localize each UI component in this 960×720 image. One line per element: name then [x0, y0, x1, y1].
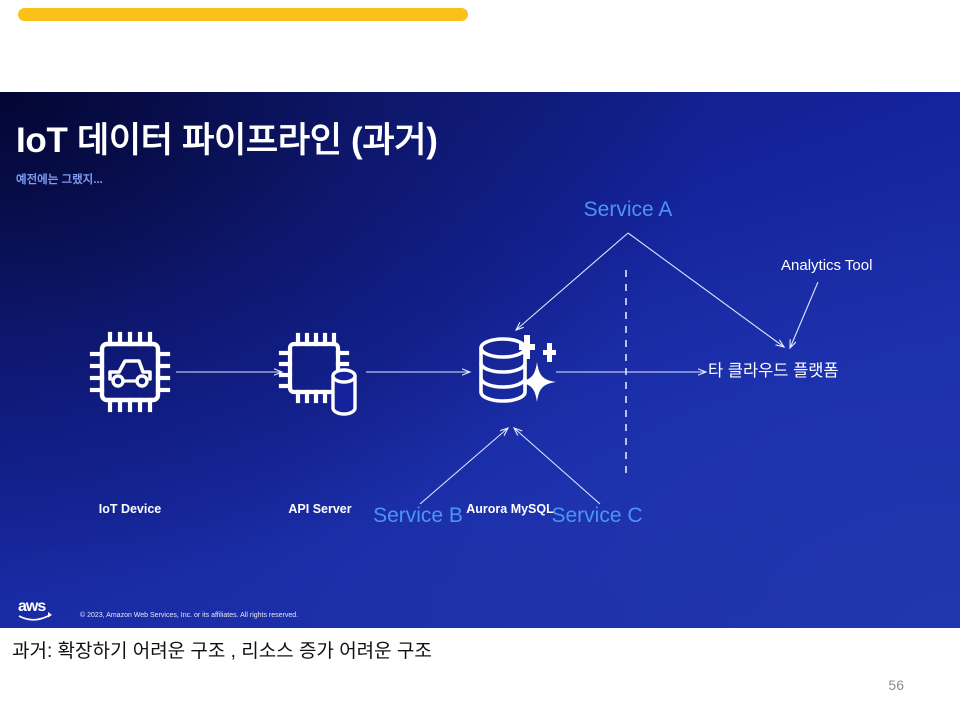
node-label-aurora-mysql: Aurora MySQL	[466, 502, 554, 516]
edge-serviceb-to-aurora	[419, 428, 508, 505]
service-label-c: Service C	[551, 504, 643, 527]
architecture-diagram: aws	[0, 92, 960, 628]
edge-servicea-to-aurora	[516, 232, 629, 330]
node-label-api-server: API Server	[288, 502, 352, 516]
edge-servicea-to-cloud	[627, 232, 784, 347]
service-label-a: Service A	[583, 198, 673, 221]
node-label-other-cloud: 타 클라우드 플랫폼	[708, 362, 839, 380]
chip-database-icon	[278, 332, 350, 404]
api-cylinder-icon	[331, 368, 357, 416]
copyright-text: © 2023, Amazon Web Services, Inc. or its…	[80, 612, 299, 619]
slide-caption: 과거: 확장하기 어려운 구조 , 리소스 증가 어려운 구조	[12, 641, 432, 662]
chip-car-icon	[89, 331, 171, 413]
edge-analytics-to-cloud	[790, 281, 819, 348]
diagram-edges	[176, 232, 819, 505]
edge-servicec-to-aurora	[514, 428, 601, 505]
service-label-b: Service B	[373, 504, 463, 527]
slide-progress-bar[interactable]	[18, 8, 468, 21]
database-sparkle-icon	[479, 335, 556, 403]
slide-canvas: IoT 데이터 파이프라인 (과거) 예전에는 그랬지...	[0, 92, 960, 628]
sparkle-icon	[518, 335, 556, 402]
page-number: 56	[888, 677, 904, 693]
node-label-iot-device: IoT Device	[98, 502, 162, 516]
page-subtitle: 예전에는 그랬지...	[16, 174, 103, 186]
tool-label-analytics: Analytics Tool	[781, 257, 873, 274]
page-title: IoT 데이터 파이프라인 (과거)	[16, 121, 438, 160]
svg-text:aws: aws	[18, 598, 46, 615]
aws-logo: aws	[18, 598, 52, 621]
